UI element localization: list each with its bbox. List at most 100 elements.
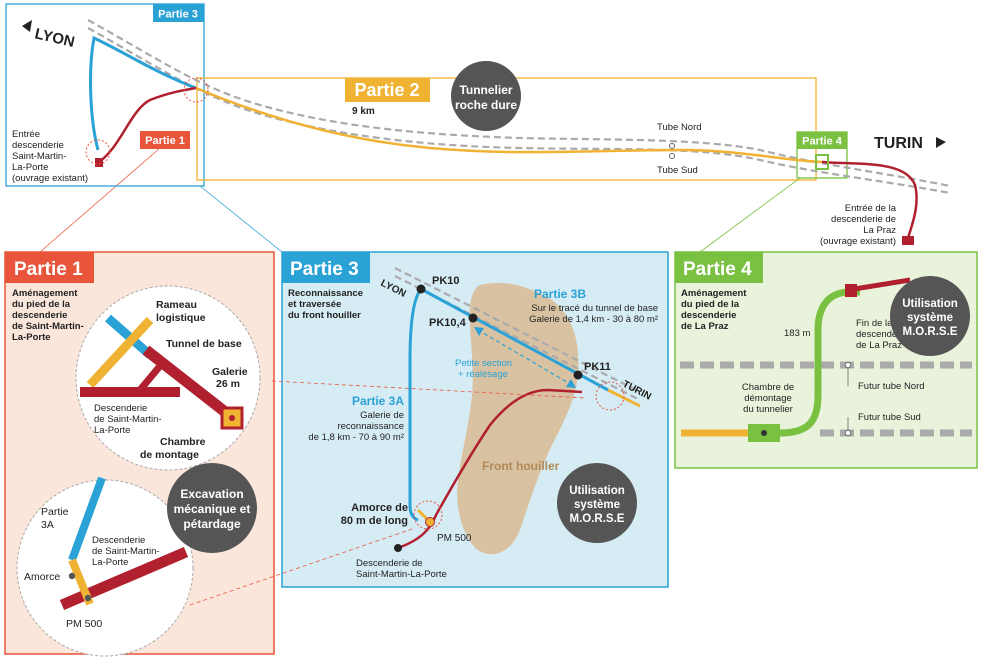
rameau-label: Rameau bbox=[156, 299, 197, 311]
morse-badge-partie3 bbox=[557, 463, 637, 543]
partie3-overview-tag: Partie 3 bbox=[158, 9, 198, 21]
partie2-badge-line1: Tunnelier bbox=[459, 83, 512, 97]
p3a-title: Partie 3A bbox=[352, 394, 404, 408]
smp-entry-label: Entrée descenderie Saint-Martin- La-Port… bbox=[12, 129, 88, 184]
descenderie-lapraz-overview bbox=[821, 160, 918, 239]
petite-section-label: Petite section bbox=[455, 358, 512, 369]
connector-partie3-a bbox=[199, 185, 283, 253]
link-partie1-partie3-bottom bbox=[189, 527, 416, 606]
pk10-label: PK10 bbox=[432, 275, 460, 287]
excavation-badge-line: mécanique et bbox=[174, 502, 251, 516]
p3a-desc: de 1,8 km - 70 à 90 m² bbox=[308, 432, 404, 443]
pk104-label: PK10,4 bbox=[429, 317, 467, 329]
lapraz-entry-label: Entrée de la descenderie de La Praz (ouv… bbox=[820, 203, 897, 247]
futur-sud-point bbox=[844, 429, 852, 437]
partie1-desc-line: Aménagement bbox=[12, 288, 78, 299]
galerie-label: Galerie bbox=[212, 366, 248, 378]
tube-sud-label: Tube Sud bbox=[657, 165, 698, 176]
partie2-badge-line2: roche dure bbox=[455, 98, 517, 112]
galerie-label: 26 m bbox=[216, 378, 240, 390]
smp-entry-line: (ouvrage existant) bbox=[12, 173, 88, 184]
galerie-3a-overview bbox=[89, 35, 197, 151]
link-partie1-partie3-top bbox=[271, 380, 586, 399]
chambre-demontage-label: Chambre de bbox=[742, 382, 794, 393]
partie1-description: Aménagement du pied de la descenderie de… bbox=[12, 288, 84, 343]
tube-nord-label: Tube Nord bbox=[657, 122, 702, 133]
pm500-dot bbox=[84, 594, 92, 602]
tube-nord-point bbox=[669, 143, 675, 149]
partie1-title-bg bbox=[5, 252, 94, 283]
tunnel-base-label: Tunnel de base bbox=[166, 338, 242, 350]
partie4-title-bg bbox=[675, 252, 763, 283]
turin-arrow-icon bbox=[936, 137, 946, 148]
partie3-desc-line: Reconnaissance bbox=[288, 288, 363, 299]
turin-junction-zone bbox=[595, 381, 625, 411]
partie4-desc-line: du pied de la bbox=[681, 299, 740, 310]
partie2-badge bbox=[451, 61, 521, 131]
descenderie-top-label: La-Porte bbox=[94, 425, 130, 436]
p3a-desc: Galerie de bbox=[360, 410, 404, 421]
descenderie-bottom-label: Descenderie bbox=[92, 535, 145, 546]
amorce-label-p3: Amorce de bbox=[351, 502, 408, 514]
amorce-label-p3: 80 m de long bbox=[341, 515, 408, 527]
partie4-desc-line: de La Praz bbox=[681, 321, 729, 332]
partie4-overview-tag: Partie 4 bbox=[802, 136, 843, 148]
morse-badge-p4-line: M.O.R.S.E bbox=[903, 326, 958, 338]
petite-section-label: + réalésage bbox=[458, 369, 508, 380]
tunnel-base-orange bbox=[86, 316, 154, 389]
partie4-description: Aménagement du pied de la descenderie de… bbox=[681, 288, 747, 332]
lapraz-junction-marker bbox=[815, 154, 829, 170]
partie1-overview-zone bbox=[85, 139, 111, 165]
smp-entry-line: La-Porte bbox=[12, 162, 48, 173]
tube-sud-point bbox=[669, 153, 675, 159]
descenderie-top-label: de Saint-Martin- bbox=[94, 414, 162, 425]
p3a-desc: reconnaissance bbox=[337, 421, 404, 432]
partie1-desc-line: descenderie bbox=[12, 310, 67, 321]
excavation-badge-line: pétardage bbox=[183, 517, 241, 531]
p3b-title: Partie 3B bbox=[534, 287, 586, 301]
amorce-dot bbox=[68, 572, 76, 580]
galerie-26m bbox=[137, 357, 168, 393]
partie1-bottom-labels: Partie 3A Descenderie de Saint-Martin- L… bbox=[24, 506, 160, 630]
connector-partie1 bbox=[39, 147, 161, 253]
partie2-overview-tag-bg bbox=[345, 78, 430, 102]
morse-badge-partie4 bbox=[890, 276, 970, 356]
descenderie-bottom-label: de Saint-Martin- bbox=[92, 546, 160, 557]
descenderie-smp-entry-marker bbox=[95, 158, 103, 167]
partie1-overview-tag-bg bbox=[140, 131, 190, 149]
smp-entry-line: Saint-Martin- bbox=[12, 151, 66, 162]
galerie-3a-line bbox=[408, 288, 423, 522]
futur-sud-label: Futur tube Sud bbox=[858, 412, 921, 423]
petite-section-arrowhead-left-icon bbox=[474, 327, 484, 336]
connector-partie4 bbox=[699, 177, 801, 253]
partie3-title: Partie 3 bbox=[290, 259, 359, 280]
descenderie-lapraz-partie4 bbox=[847, 277, 911, 293]
partie1-detail-circle-bottom bbox=[16, 479, 194, 657]
pm500-label-p3: PM 500 bbox=[437, 533, 472, 544]
futur-nord-point bbox=[844, 361, 852, 369]
chambre-label: Chambre bbox=[160, 436, 206, 448]
smp-entry-line: descenderie bbox=[12, 140, 64, 151]
petite-section-arrowhead-right-icon bbox=[566, 379, 576, 388]
fin-label: de La Praz bbox=[856, 340, 902, 351]
tbm-route-overview bbox=[195, 86, 823, 164]
partie3-panel: Partie 3 Reconnaissance et traversée du … bbox=[281, 251, 669, 588]
partie3a-label: 3A bbox=[41, 519, 54, 531]
morse-badge-p4-line: système bbox=[907, 312, 953, 324]
partie4-labels: 183 m Fin de la descenderie de La Praz C… bbox=[742, 318, 925, 423]
descenderie-p3-label: Descenderie de bbox=[356, 558, 423, 569]
partie1-panel: Partie 1 Aménagement du pied de la desce… bbox=[4, 251, 275, 657]
descenderie-p3-label: Saint-Martin-La-Porte bbox=[356, 569, 447, 580]
pm500-label: PM 500 bbox=[66, 618, 102, 630]
partie2-length: 9 km bbox=[352, 106, 375, 117]
partie1-desc-line: La-Porte bbox=[12, 332, 51, 343]
partie1-desc-line: du pied de la bbox=[12, 299, 71, 310]
partie1-title: Partie 1 bbox=[14, 259, 83, 280]
pk11-point bbox=[573, 370, 583, 380]
smp-entry-line: Entrée bbox=[12, 129, 40, 140]
partie4-desc-line: Aménagement bbox=[681, 288, 747, 299]
rameau-label: logistique bbox=[156, 312, 206, 324]
partie4-panel: Partie 4 Aménagement du pied de la desce… bbox=[674, 251, 978, 469]
excavation-badge bbox=[167, 463, 257, 553]
